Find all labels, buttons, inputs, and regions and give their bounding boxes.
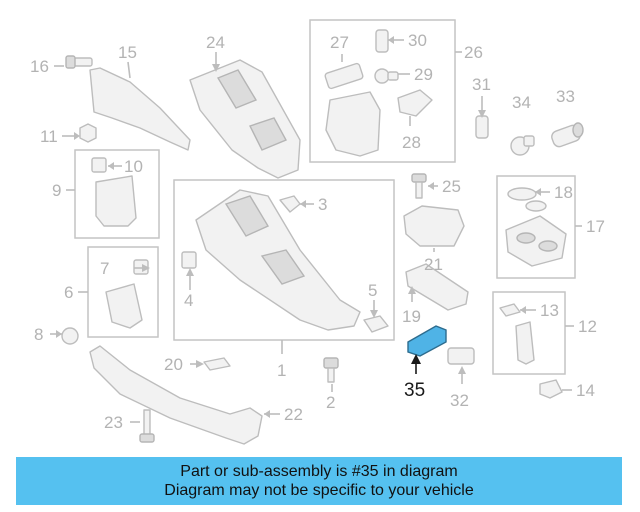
callout-18: 18 [554, 183, 573, 202]
callout-32: 32 [450, 391, 469, 410]
callout-labels: 1 2 3 4 5 6 7 8 9 10 11 12 13 14 15 16 1… [30, 31, 605, 432]
callout-3: 3 [318, 195, 327, 214]
group-box-12 [492, 291, 566, 375]
callout-34: 34 [512, 93, 531, 112]
part-33-socket-shape [551, 122, 584, 148]
callout-4: 4 [184, 291, 193, 310]
callout-2: 2 [326, 393, 335, 412]
part-25-bolt-shape [411, 173, 427, 199]
callout-7: 7 [100, 259, 109, 278]
part-34-socket-shape [510, 135, 535, 156]
callout-1: 1 [277, 361, 286, 380]
callout-17: 17 [586, 217, 605, 236]
part-24-bezel-shape [189, 59, 301, 179]
part-5-shape [363, 315, 389, 333]
info-banner: Part or sub-assembly is #35 in diagram D… [16, 457, 622, 505]
callout-28: 28 [402, 133, 421, 152]
part-28-shape [397, 89, 433, 117]
part-21-tray-shape [403, 205, 465, 247]
part-35-highlighted-shape[interactable] [407, 325, 447, 357]
part-1-console-shape [195, 189, 361, 331]
callout-19: 19 [402, 307, 421, 326]
part-29-shape [374, 68, 399, 84]
callout-27: 27 [330, 33, 349, 52]
leader-lines [50, 36, 582, 423]
part-14-shape [539, 379, 563, 399]
callout-6: 6 [64, 283, 73, 302]
part-17-cupholder-shape [505, 215, 567, 267]
callout-33: 33 [556, 87, 575, 106]
callout-5: 5 [368, 281, 377, 300]
part-30-clip-shape [375, 29, 389, 53]
group-box-1 [173, 179, 395, 341]
callout-11: 11 [40, 127, 58, 146]
part-18-shape [507, 187, 547, 212]
part-11-nut-shape [79, 123, 97, 143]
part-26-bracket-shape [325, 91, 381, 157]
part-32-shape [447, 347, 475, 365]
exploded-parts-diagram: 1 2 3 4 5 6 7 8 9 10 11 12 13 14 15 16 1… [30, 19, 605, 445]
callout-31: 31 [472, 75, 491, 94]
part-10-shape [91, 157, 107, 173]
group-box-17 [496, 175, 576, 279]
part-31-clip-shape [475, 115, 489, 139]
part-27-shape [324, 62, 364, 90]
part-22-rail-shape [89, 345, 263, 445]
callout-9: 9 [52, 181, 61, 200]
part-4-shape [181, 251, 197, 269]
callout-35-highlighted: 35 [404, 380, 425, 401]
part-15-trim-shape [89, 67, 191, 151]
callout-30: 30 [408, 31, 427, 50]
callout-21: 21 [424, 255, 443, 274]
callout-29: 29 [414, 65, 433, 84]
part-19-mat-shape [405, 263, 469, 311]
callout-20: 20 [164, 355, 183, 374]
group-box-9 [74, 149, 160, 239]
callout-26: 26 [464, 43, 483, 62]
part-20-shape [203, 357, 231, 371]
callout-10: 10 [124, 157, 143, 176]
part-8-nut-shape [61, 327, 79, 345]
callout-14: 14 [576, 381, 595, 400]
part-16-screw-shape [65, 55, 93, 69]
banner-line-disclaimer: Diagram may not be specific to your vehi… [164, 482, 474, 499]
group-box-26 [309, 19, 456, 163]
callout-15: 15 [118, 43, 137, 62]
part-9-bracket-shape [95, 175, 137, 227]
callout-8: 8 [34, 325, 43, 344]
callout-22: 22 [284, 405, 303, 424]
part-2-bolt-shape [323, 357, 339, 383]
part-3-clip-shape [279, 195, 301, 213]
part-13-shape [499, 303, 521, 317]
part-6-bracket-shape [105, 283, 143, 329]
part-12-bracket-shape [515, 321, 535, 365]
callout-25: 25 [442, 177, 461, 196]
callout-13: 13 [540, 301, 559, 320]
part-23-bolt-shape [139, 409, 155, 443]
callout-16: 16 [30, 57, 49, 76]
banner-line-part-number: Part or sub-assembly is #35 in diagram [180, 463, 458, 480]
callout-23: 23 [104, 413, 123, 432]
callout-12: 12 [578, 317, 597, 336]
callout-24: 24 [206, 33, 225, 52]
